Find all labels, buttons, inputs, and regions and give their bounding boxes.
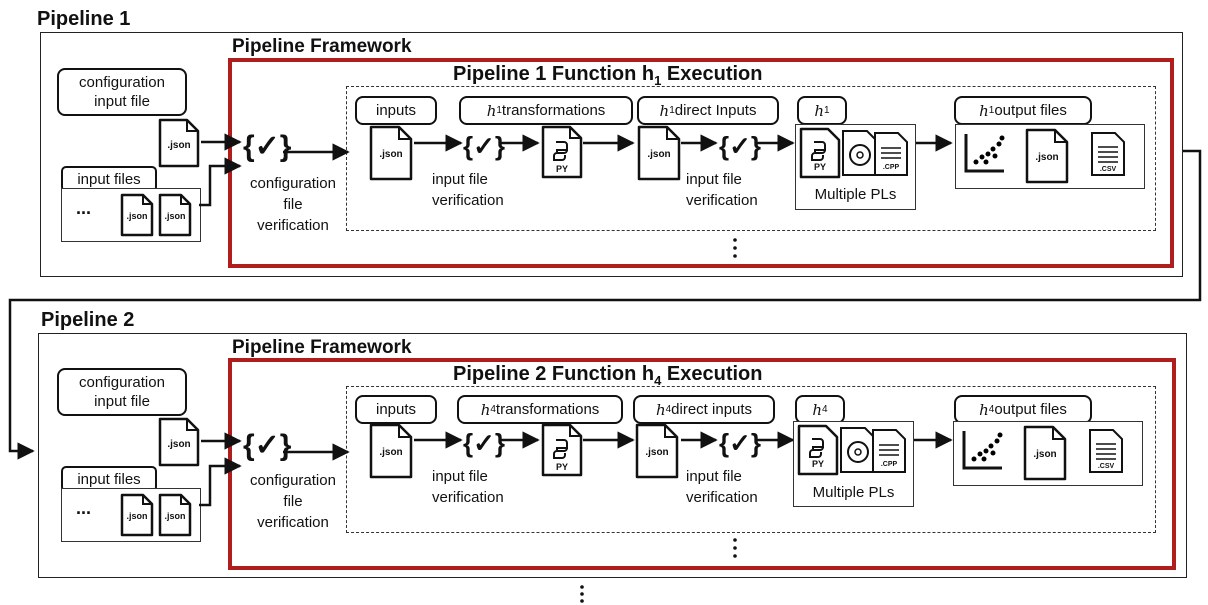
json-file-icon: .json <box>119 192 155 243</box>
config-verification-label: configuration file verification <box>250 175 336 234</box>
json-file-icon: .json <box>157 492 193 543</box>
verification-icon: {✓} <box>463 428 506 458</box>
csv-file-icon: .CSV <box>1087 427 1125 480</box>
python-file-icon: PY <box>540 422 584 483</box>
json-file-icon: .json <box>634 422 680 485</box>
config-input-label: configuration input file <box>57 368 187 416</box>
multiple-pls-label: Multiple PLs <box>812 484 895 501</box>
cpp-file-icon: .CPP <box>872 130 910 183</box>
scatter-plot-icon <box>962 130 1008 181</box>
json-file-icon: .json <box>368 124 414 187</box>
continuation-dot <box>580 599 584 603</box>
verification-icon: {✓} <box>463 131 506 161</box>
input-file-verification-label: input file verification <box>686 468 758 506</box>
json-file-icon: .json <box>157 416 201 473</box>
python-file-icon: PY <box>796 423 840 482</box>
framework-title: Pipeline Framework <box>232 36 412 57</box>
continuation-dot <box>580 592 584 596</box>
input-file-verification-label: input file verification <box>432 468 504 506</box>
verification-icon: {✓} <box>719 131 762 161</box>
multiple-pls-label: Multiple PLs <box>814 186 897 203</box>
continuation-dot <box>580 585 584 589</box>
verification-icon: {✓} <box>719 428 762 458</box>
python-file-icon: PY <box>540 124 584 185</box>
input-file-verification-label: input file verification <box>432 171 504 209</box>
scatter-plot-icon <box>960 427 1006 478</box>
disk-file-icon <box>840 128 880 183</box>
json-file-icon: .json <box>157 117 201 174</box>
pipeline-heading: Pipeline 2 <box>41 309 135 331</box>
json-file-icon: .json <box>368 422 414 485</box>
framework-title: Pipeline Framework <box>232 337 412 358</box>
pipeline-connector <box>8 149 1202 460</box>
json-file-icon: .json <box>636 124 682 187</box>
function-title: Pipeline 1 Function h1 Execution <box>453 63 763 88</box>
json-file-icon: .json <box>1024 127 1070 190</box>
json-file-icon: .json <box>157 192 193 243</box>
json-file-icon: .json <box>119 492 155 543</box>
input-files-ellipsis: ... <box>76 198 92 218</box>
cpp-file-icon: .CPP <box>870 427 908 480</box>
input-files-ellipsis: ... <box>76 498 92 518</box>
config-verification-icon: {✓} <box>243 130 292 163</box>
config-input-label: configuration input file <box>57 68 187 116</box>
csv-file-icon: .CSV <box>1089 130 1127 183</box>
function-title: Pipeline 2 Function h4 Execution <box>453 363 763 388</box>
input-file-verification-label: input file verification <box>686 171 758 209</box>
stage-inputs-label: inputs <box>355 395 437 424</box>
pipeline-heading: Pipeline 1 <box>37 8 131 30</box>
stage-inputs-label: inputs <box>355 96 437 125</box>
disk-file-icon <box>838 425 878 480</box>
config-verification-icon: {✓} <box>243 429 292 462</box>
json-file-icon: .json <box>1022 424 1068 487</box>
input-files-label: input files <box>61 466 157 492</box>
python-file-icon: PY <box>798 126 842 185</box>
config-verification-label: configuration file verification <box>250 472 336 531</box>
